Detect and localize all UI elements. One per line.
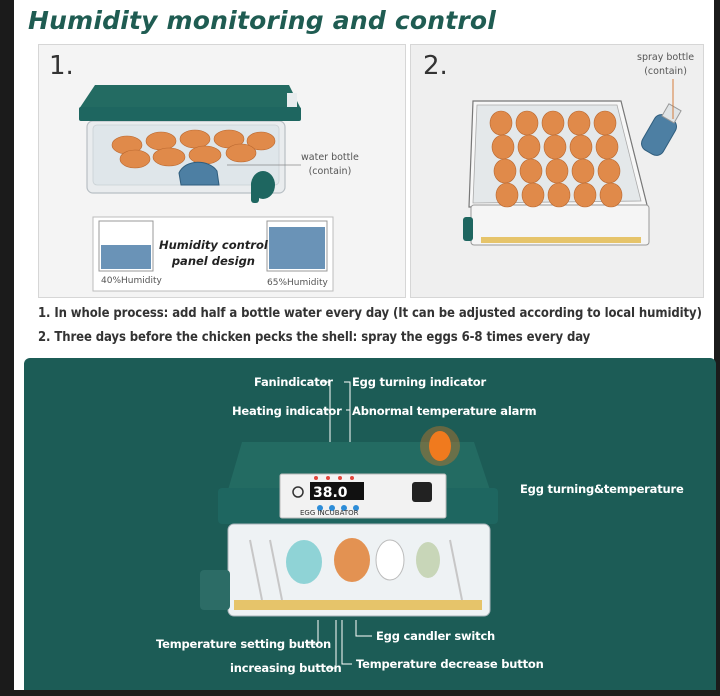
increasing-button-label: increasing button	[230, 661, 342, 675]
incubator-illustration-1	[79, 85, 334, 292]
egg-shape	[599, 182, 623, 208]
left-edge	[0, 0, 14, 696]
water-bottle-panel: 1.	[38, 44, 406, 298]
instruction-line-1: 1. In whole process: add half a bottle w…	[38, 306, 702, 321]
humidity-panel-design-label: Humidity control panel design	[159, 238, 268, 268]
water-bottle-label: water bottle (contain)	[301, 152, 359, 177]
device-brand-label: EGG INCUBATOR	[300, 509, 359, 517]
fan-indicator-label: Fanindicator	[254, 375, 333, 389]
egg-shape	[547, 182, 571, 208]
bottom-edge	[0, 690, 720, 696]
egg-shape	[573, 182, 597, 208]
spray-bottle-label: spray bottle (contain)	[637, 52, 695, 77]
incubator-illustration-2	[463, 79, 682, 246]
humidity-low-label: 40%Humidity	[101, 276, 162, 286]
right-edge	[714, 0, 720, 696]
humidity-high-label: 65%Humidity	[267, 278, 328, 288]
instruction-line-2: 2. Three days before the chicken pecks t…	[38, 330, 591, 345]
egg-turning-indicator-label: Egg turning indicator	[352, 375, 486, 389]
egg-turning-temperature-label: Egg turning&temperature	[520, 482, 684, 496]
step-number-1: 1.	[49, 51, 74, 81]
display-readout: 38.0	[313, 485, 348, 501]
instructions: 1. In whole process: add half a bottle w…	[38, 302, 718, 350]
egg-candler-switch-label: Egg candler switch	[376, 629, 496, 643]
temperature-setting-button-label: Temperature setting button	[156, 637, 332, 651]
egg-shape	[495, 182, 519, 208]
abnormal-alarm-label: Abnormal temperature alarm	[352, 404, 537, 418]
page-title: Humidity monitoring and control	[28, 6, 497, 35]
temperature-decrease-button-label: Temperature decrease button	[356, 657, 544, 671]
egg-shape	[521, 182, 545, 208]
spray-bottle-panel: 2. spray bottle (contain)	[410, 44, 704, 298]
heating-indicator-label: Heating indicator	[232, 404, 342, 418]
step-number-2: 2.	[423, 51, 448, 81]
